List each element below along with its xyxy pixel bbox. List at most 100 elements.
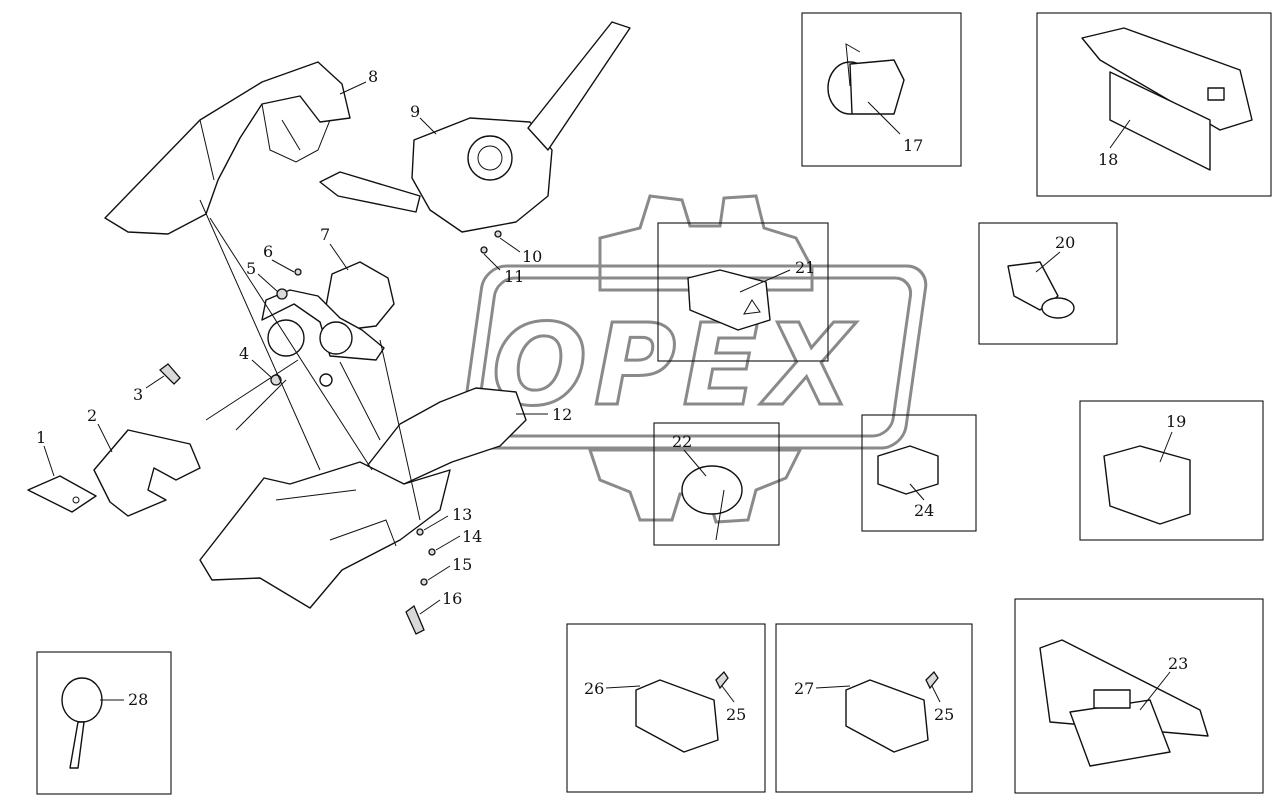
callout-22: 22 xyxy=(672,432,692,451)
callout-14: 14 xyxy=(462,527,482,546)
upper-shroud-detail xyxy=(199,103,331,181)
leader-3 xyxy=(145,375,165,389)
pin-15 xyxy=(420,578,428,586)
callout-3: 3 xyxy=(133,385,143,404)
watermark: OPEX xyxy=(460,194,928,524)
switch-27 xyxy=(845,679,929,753)
inset-box-22 xyxy=(653,422,780,546)
clamp-ring-28 xyxy=(61,677,103,723)
leader-13 xyxy=(423,515,449,531)
leader-19 xyxy=(1159,431,1173,463)
inset-box-21 xyxy=(657,222,829,362)
screw-16 xyxy=(405,604,425,635)
steering-column-assembly xyxy=(27,21,631,635)
inset-box-27 xyxy=(775,623,973,793)
leader-25b xyxy=(931,685,941,703)
leader-23 xyxy=(1139,671,1171,711)
callout-7: 7 xyxy=(320,225,330,244)
callout-17: 17 xyxy=(903,136,923,155)
window-switch-key-23 xyxy=(1093,689,1131,709)
callout-12: 12 xyxy=(552,405,572,424)
leader-8 xyxy=(339,81,367,95)
leader-7 xyxy=(329,243,349,271)
nut-5 xyxy=(276,288,288,300)
screw-3 xyxy=(159,363,181,385)
callout-20: 20 xyxy=(1055,233,1075,252)
leader-16 xyxy=(419,599,441,615)
callout-4: 4 xyxy=(239,344,249,363)
callout-11: 11 xyxy=(504,267,524,286)
callout-15: 15 xyxy=(452,555,472,574)
lower-shroud-detail xyxy=(275,489,397,547)
inset-box-18 xyxy=(1036,12,1272,197)
bolt-10 xyxy=(494,230,502,238)
upper-column-shroud xyxy=(104,61,351,235)
window-switch-key-18 xyxy=(1207,87,1225,101)
inset-box-23 xyxy=(1014,598,1264,794)
callout-18: 18 xyxy=(1098,150,1118,169)
callout-10: 10 xyxy=(522,247,542,266)
lock-cylinder-left xyxy=(267,319,305,357)
callout-24: 24 xyxy=(914,501,934,520)
leader-1 xyxy=(43,445,55,477)
callout-5: 5 xyxy=(246,259,256,278)
hazard-switch-21 xyxy=(687,269,771,331)
leader-6 xyxy=(271,259,295,273)
clamp-tail-28 xyxy=(69,721,85,769)
callout-25b: 25 xyxy=(934,705,954,724)
leader-18 xyxy=(1109,119,1131,149)
small-bracket-hole xyxy=(72,496,80,504)
assembly-axis-lines xyxy=(199,199,421,521)
leader-22 xyxy=(683,449,707,477)
callout-16: 16 xyxy=(442,589,462,608)
leader-26 xyxy=(605,685,641,689)
watermark-text: OPEX xyxy=(492,301,857,431)
leader-4 xyxy=(251,359,273,379)
switch-22-wire xyxy=(715,489,725,541)
inset-boxes xyxy=(36,12,1272,795)
washer-11 xyxy=(480,246,488,254)
leader-27 xyxy=(815,685,851,689)
screw-25-right xyxy=(925,670,939,690)
switch-22 xyxy=(681,465,743,515)
switch-17-wire xyxy=(845,43,861,87)
lock-cylinder-right xyxy=(319,321,353,355)
callout-28: 28 xyxy=(128,690,148,709)
inset-box-26 xyxy=(566,623,766,793)
leader-25a xyxy=(721,685,735,703)
leader-15 xyxy=(427,565,451,581)
leader-9 xyxy=(419,117,437,135)
switch-19 xyxy=(1103,445,1191,525)
callout-1: 1 xyxy=(36,428,46,447)
hazard-triangle-21 xyxy=(743,299,761,315)
switch-17-body xyxy=(849,59,905,115)
callout-19: 19 xyxy=(1166,412,1186,431)
callout-2: 2 xyxy=(87,406,97,425)
callout-6: 6 xyxy=(263,242,273,261)
inset-parts xyxy=(61,27,1253,769)
leader-17 xyxy=(867,101,901,135)
callout-13: 13 xyxy=(452,505,472,524)
sensor-20-flange xyxy=(1041,297,1075,319)
leader-11 xyxy=(483,253,501,271)
turn-signal-stalk xyxy=(319,171,421,213)
leader-20 xyxy=(1035,251,1061,273)
window-switch-body-18 xyxy=(1109,71,1211,171)
column-shroud-middle xyxy=(363,387,527,485)
leader-10 xyxy=(499,237,521,253)
mounting-plate xyxy=(93,429,201,517)
wiper-stalk xyxy=(527,21,631,151)
inset-box-24 xyxy=(861,414,977,532)
inset-box-19 xyxy=(1079,400,1264,541)
callout-21: 21 xyxy=(795,258,815,277)
screw-25-left xyxy=(715,670,729,690)
ignition-ring xyxy=(467,135,513,181)
callout-8: 8 xyxy=(368,67,378,86)
leader-14 xyxy=(435,535,461,551)
pin-14 xyxy=(428,548,436,556)
leader-24 xyxy=(909,483,925,501)
leader-2 xyxy=(97,423,113,453)
callout-26: 26 xyxy=(584,679,604,698)
bolt-6 xyxy=(294,268,302,276)
